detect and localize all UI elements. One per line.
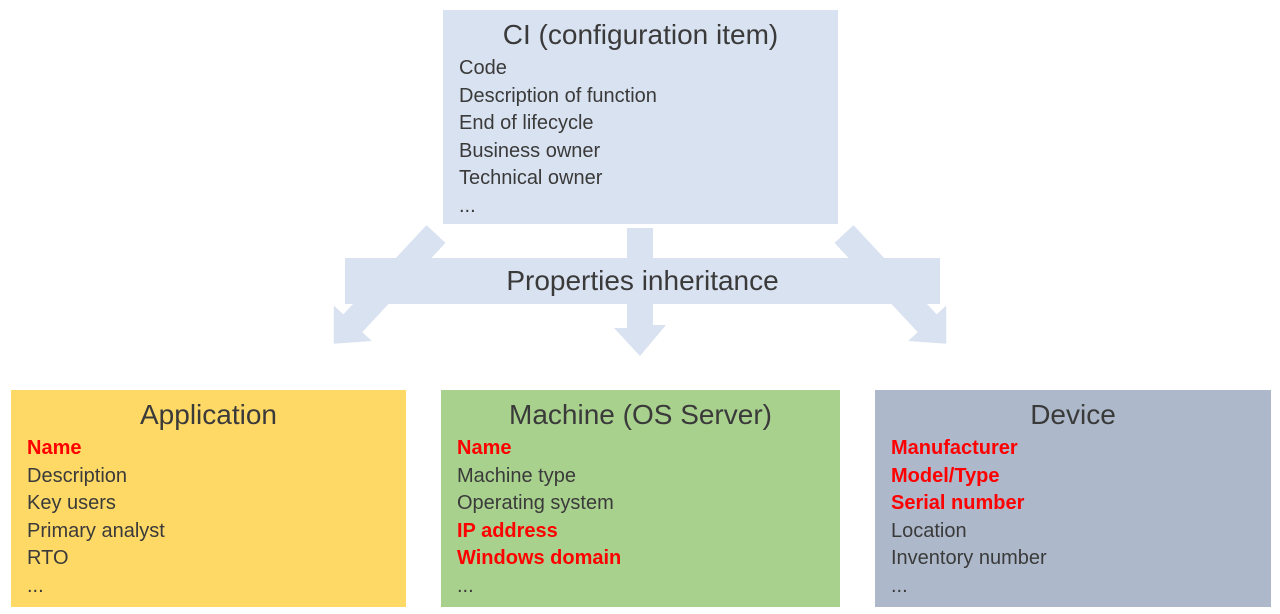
property-item: Operating system (457, 492, 614, 514)
property-item: Code (459, 57, 507, 79)
property-item: Business owner (459, 139, 601, 162)
property-item: ... (459, 194, 476, 217)
machine-box-title: Machine (OS Server) (509, 399, 772, 430)
property-item: RTO (27, 547, 69, 569)
property-item-highlighted: Windows domain (457, 547, 622, 569)
property-item-highlighted: Name (27, 437, 82, 459)
property-item: Machine type (457, 464, 576, 487)
property-item: Description (27, 464, 128, 487)
property-item: Location (891, 519, 967, 542)
property-item-highlighted: Manufacturer (891, 437, 1018, 459)
property-item: ... (27, 574, 44, 597)
property-item: Technical owner (459, 167, 603, 189)
property-item-highlighted: Serial number (891, 492, 1025, 514)
property-item: Inventory number (891, 547, 1047, 569)
property-item-highlighted: Model/Type (891, 464, 1000, 487)
property-item-highlighted: Name (457, 437, 512, 459)
property-item: ... (457, 574, 474, 597)
inheritance-band-label: Properties inheritance (506, 265, 779, 296)
ci-box-title: CI (configuration item) (502, 19, 779, 50)
property-item-highlighted: IP address (457, 519, 558, 542)
device-box-title: Device (1030, 399, 1116, 430)
inheritance-band (345, 258, 940, 304)
property-item: Primary analyst (27, 519, 165, 542)
property-item: ... (891, 574, 908, 597)
application-box-title: Application (140, 399, 277, 430)
property-item: Description of function (459, 84, 657, 107)
property-item: Key users (27, 492, 116, 514)
property-item: End of lifecycle (459, 112, 594, 134)
